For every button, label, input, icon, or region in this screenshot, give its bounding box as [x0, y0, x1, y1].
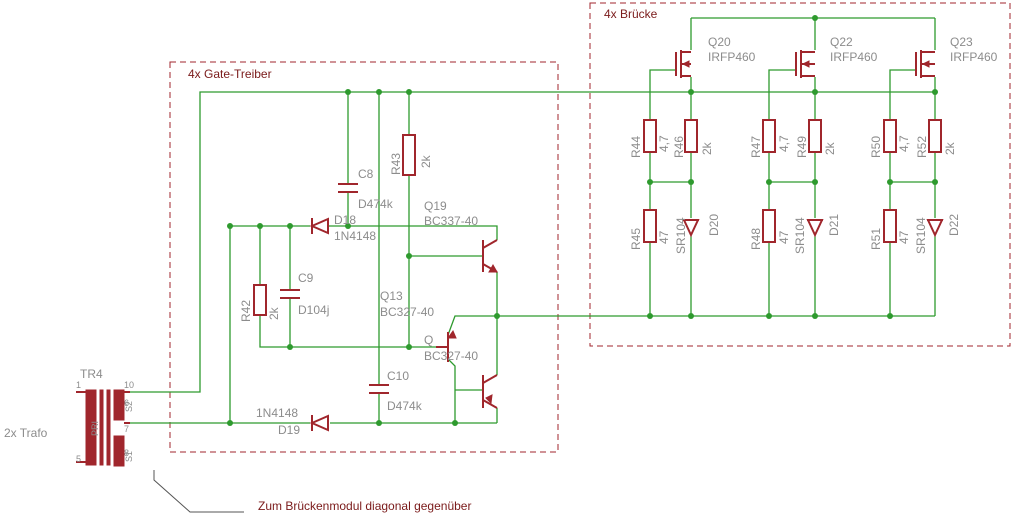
gate-driver-frame — [169, 61, 559, 453]
resistor-r50 — [883, 119, 897, 153]
resistor-r44 — [643, 119, 657, 153]
diode-d19 — [309, 414, 329, 432]
q20-name: Q20 — [708, 35, 731, 49]
transistor-q13 — [436, 329, 457, 362]
r49-value: 2k — [823, 141, 837, 155]
d19-value: 1N4148 — [256, 406, 298, 420]
pin-6: 6 — [124, 398, 129, 408]
capacitor-c9 — [280, 289, 300, 299]
resistor-r45 — [643, 209, 657, 243]
r43-name: R43 — [389, 153, 403, 175]
d18-value: 1N4148 — [334, 229, 376, 243]
resistor-r43 — [402, 134, 416, 176]
diode-d21 — [806, 219, 824, 238]
q22-value: IRFP460 — [830, 50, 878, 64]
pin-10: 10 — [124, 380, 134, 390]
pin-7: 7 — [124, 424, 129, 434]
q23-value: IRFP460 — [950, 50, 998, 64]
r42-value: 2k — [267, 306, 281, 320]
q19-value: BC337-40 — [424, 214, 478, 228]
s1-label: S1 — [124, 451, 134, 462]
r50-name: R50 — [869, 136, 883, 158]
gate-driver-frame-title: 4x Gate-Treiber — [188, 67, 272, 81]
qx-value: BC327-40 — [424, 349, 478, 363]
pin-5: 5 — [76, 454, 81, 464]
diode-d18 — [309, 217, 329, 235]
s2-label: S2 — [124, 401, 134, 412]
resistor-r47 — [762, 119, 776, 153]
q19-name: Q19 — [424, 199, 447, 213]
d22-name: D22 — [947, 214, 961, 236]
r51-value: 47 — [897, 230, 911, 244]
note-leader — [153, 470, 244, 513]
r50-value: 4,7 — [897, 135, 911, 152]
r49-name: R49 — [795, 136, 809, 158]
r43-value: 2k — [419, 154, 433, 168]
q22-name: Q22 — [830, 35, 853, 49]
diode-d22 — [926, 219, 944, 238]
transistor-lower — [482, 374, 498, 409]
q20-value: IRFP460 — [708, 50, 756, 64]
mosfet-q22 — [795, 50, 815, 78]
bridge-frame-title: 4x Brücke — [604, 7, 658, 21]
r42-name: R42 — [239, 300, 253, 322]
r52-value: 2k — [943, 141, 957, 155]
q13-value: BC327-40 — [380, 305, 434, 319]
resistor-r46 — [684, 119, 698, 153]
r44-name: R44 — [629, 136, 643, 158]
d21-name: D21 — [827, 214, 841, 236]
bridge-frame — [589, 2, 1011, 347]
tr4-name: TR4 — [80, 367, 103, 381]
mosfet-q23 — [915, 50, 935, 78]
resistor-r51 — [883, 209, 897, 243]
note-text: Zum Brückenmodul diagonal gegenüber — [258, 499, 471, 513]
r51-name: R51 — [869, 228, 883, 250]
r46-name: R46 — [672, 136, 686, 158]
r47-name: R47 — [749, 136, 763, 158]
d18-name: D18 — [334, 213, 356, 227]
r48-name: R48 — [749, 228, 763, 250]
d21-value: SR104 — [793, 217, 807, 254]
c10-value: D474k — [387, 399, 423, 413]
d19-name: D19 — [278, 423, 300, 437]
r45-name: R45 — [629, 228, 643, 250]
q23-name: Q23 — [950, 35, 973, 49]
c8-value: D474k — [358, 197, 394, 211]
resistor-r49 — [808, 119, 822, 153]
mosfet-q20 — [675, 50, 691, 78]
junctions — [227, 15, 938, 426]
r45-value: 47 — [657, 230, 671, 244]
r52-name: R52 — [915, 136, 929, 158]
d20-name: D20 — [707, 214, 721, 236]
resistor-r52 — [928, 119, 942, 153]
pri-label: PRI — [90, 421, 100, 436]
r46-value: 2k — [700, 141, 714, 155]
c9-value: D104j — [298, 303, 329, 317]
transformer-tr4 — [76, 389, 130, 467]
trafo-label: 2x Trafo — [4, 426, 48, 440]
d20-value: SR104 — [674, 217, 688, 254]
resistor-r48 — [762, 209, 776, 243]
qx-name: Q — [424, 333, 433, 347]
r44-value: 4,7 — [657, 135, 671, 152]
pin-1: 1 — [76, 380, 81, 390]
r48-value: 47 — [777, 230, 791, 244]
r47-value: 4,7 — [777, 135, 791, 152]
diode-d20 — [682, 219, 700, 238]
q13-name: Q13 — [380, 289, 403, 303]
c8-name: C8 — [358, 167, 374, 181]
transistor-q19 — [482, 239, 498, 273]
c9-name: C9 — [298, 271, 314, 285]
resistor-r42 — [253, 284, 267, 316]
pin-8: 8 — [124, 448, 129, 458]
c10-name: C10 — [387, 369, 409, 383]
capacitor-c10 — [369, 384, 389, 394]
capacitor-c8 — [338, 183, 358, 193]
d22-value: SR104 — [914, 217, 928, 254]
